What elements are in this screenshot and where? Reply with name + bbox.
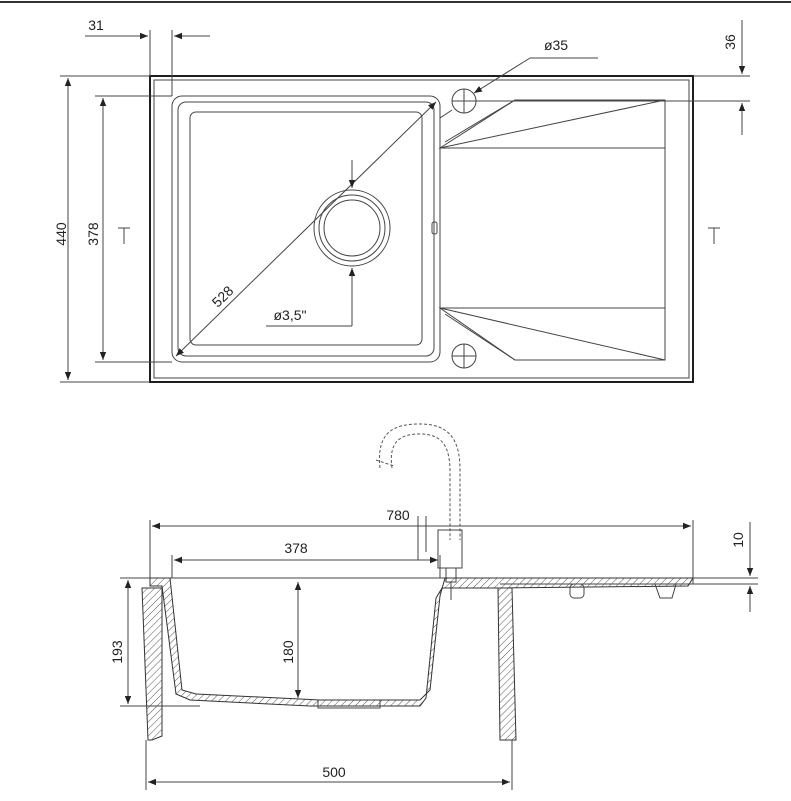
drainboard-groove-top-line2 — [444, 99, 516, 143]
drain-outlet — [317, 700, 381, 709]
faucet-handle — [417, 516, 432, 561]
dim-hole-diameter: ø35 — [544, 37, 568, 53]
dim-bowl-width: 378 — [284, 540, 308, 556]
faucet-spout-dashed — [379, 423, 461, 540]
dim-ledge-height: 10 — [730, 532, 746, 548]
drainboard-groove-bottom-line2 — [444, 313, 516, 361]
dim-hole-offset: 36 — [722, 34, 738, 50]
dim-bowl-depth: 378 — [85, 222, 101, 246]
dim-cabinet-width: 500 — [322, 764, 346, 780]
cabinet-wall-left — [141, 587, 163, 741]
rib-2 — [654, 583, 677, 599]
sink-cross-section — [149, 577, 694, 707]
sink-outline — [149, 75, 694, 383]
dim-bowl-height: 180 — [280, 640, 296, 664]
top-view: 440 378 31 ø35 36 528 ø3 — [53, 17, 750, 383]
dim-offset: 31 — [88, 17, 104, 33]
cabinet-wall-right — [497, 587, 517, 741]
dim-overall-height: 193 — [109, 640, 125, 664]
drainboard-groove-bottom-line — [439, 307, 666, 361]
bowl-outer — [171, 95, 441, 363]
dim-drain-size: ø3,5" — [274, 307, 307, 323]
dim-bowl-diagonal: 528 — [209, 282, 237, 310]
sink-inner-outline — [153, 79, 690, 379]
side-view: 780 378 10 193 180 500 — [109, 423, 758, 790]
drain-outer — [313, 189, 391, 267]
dim-overall-length: 780 — [386, 507, 410, 523]
dim-overall-depth: 440 — [53, 222, 69, 246]
drain-inner — [323, 199, 381, 257]
rib-1 — [569, 583, 585, 599]
drainboard-groove-top-line — [439, 99, 666, 149]
drain-middle — [318, 194, 386, 262]
